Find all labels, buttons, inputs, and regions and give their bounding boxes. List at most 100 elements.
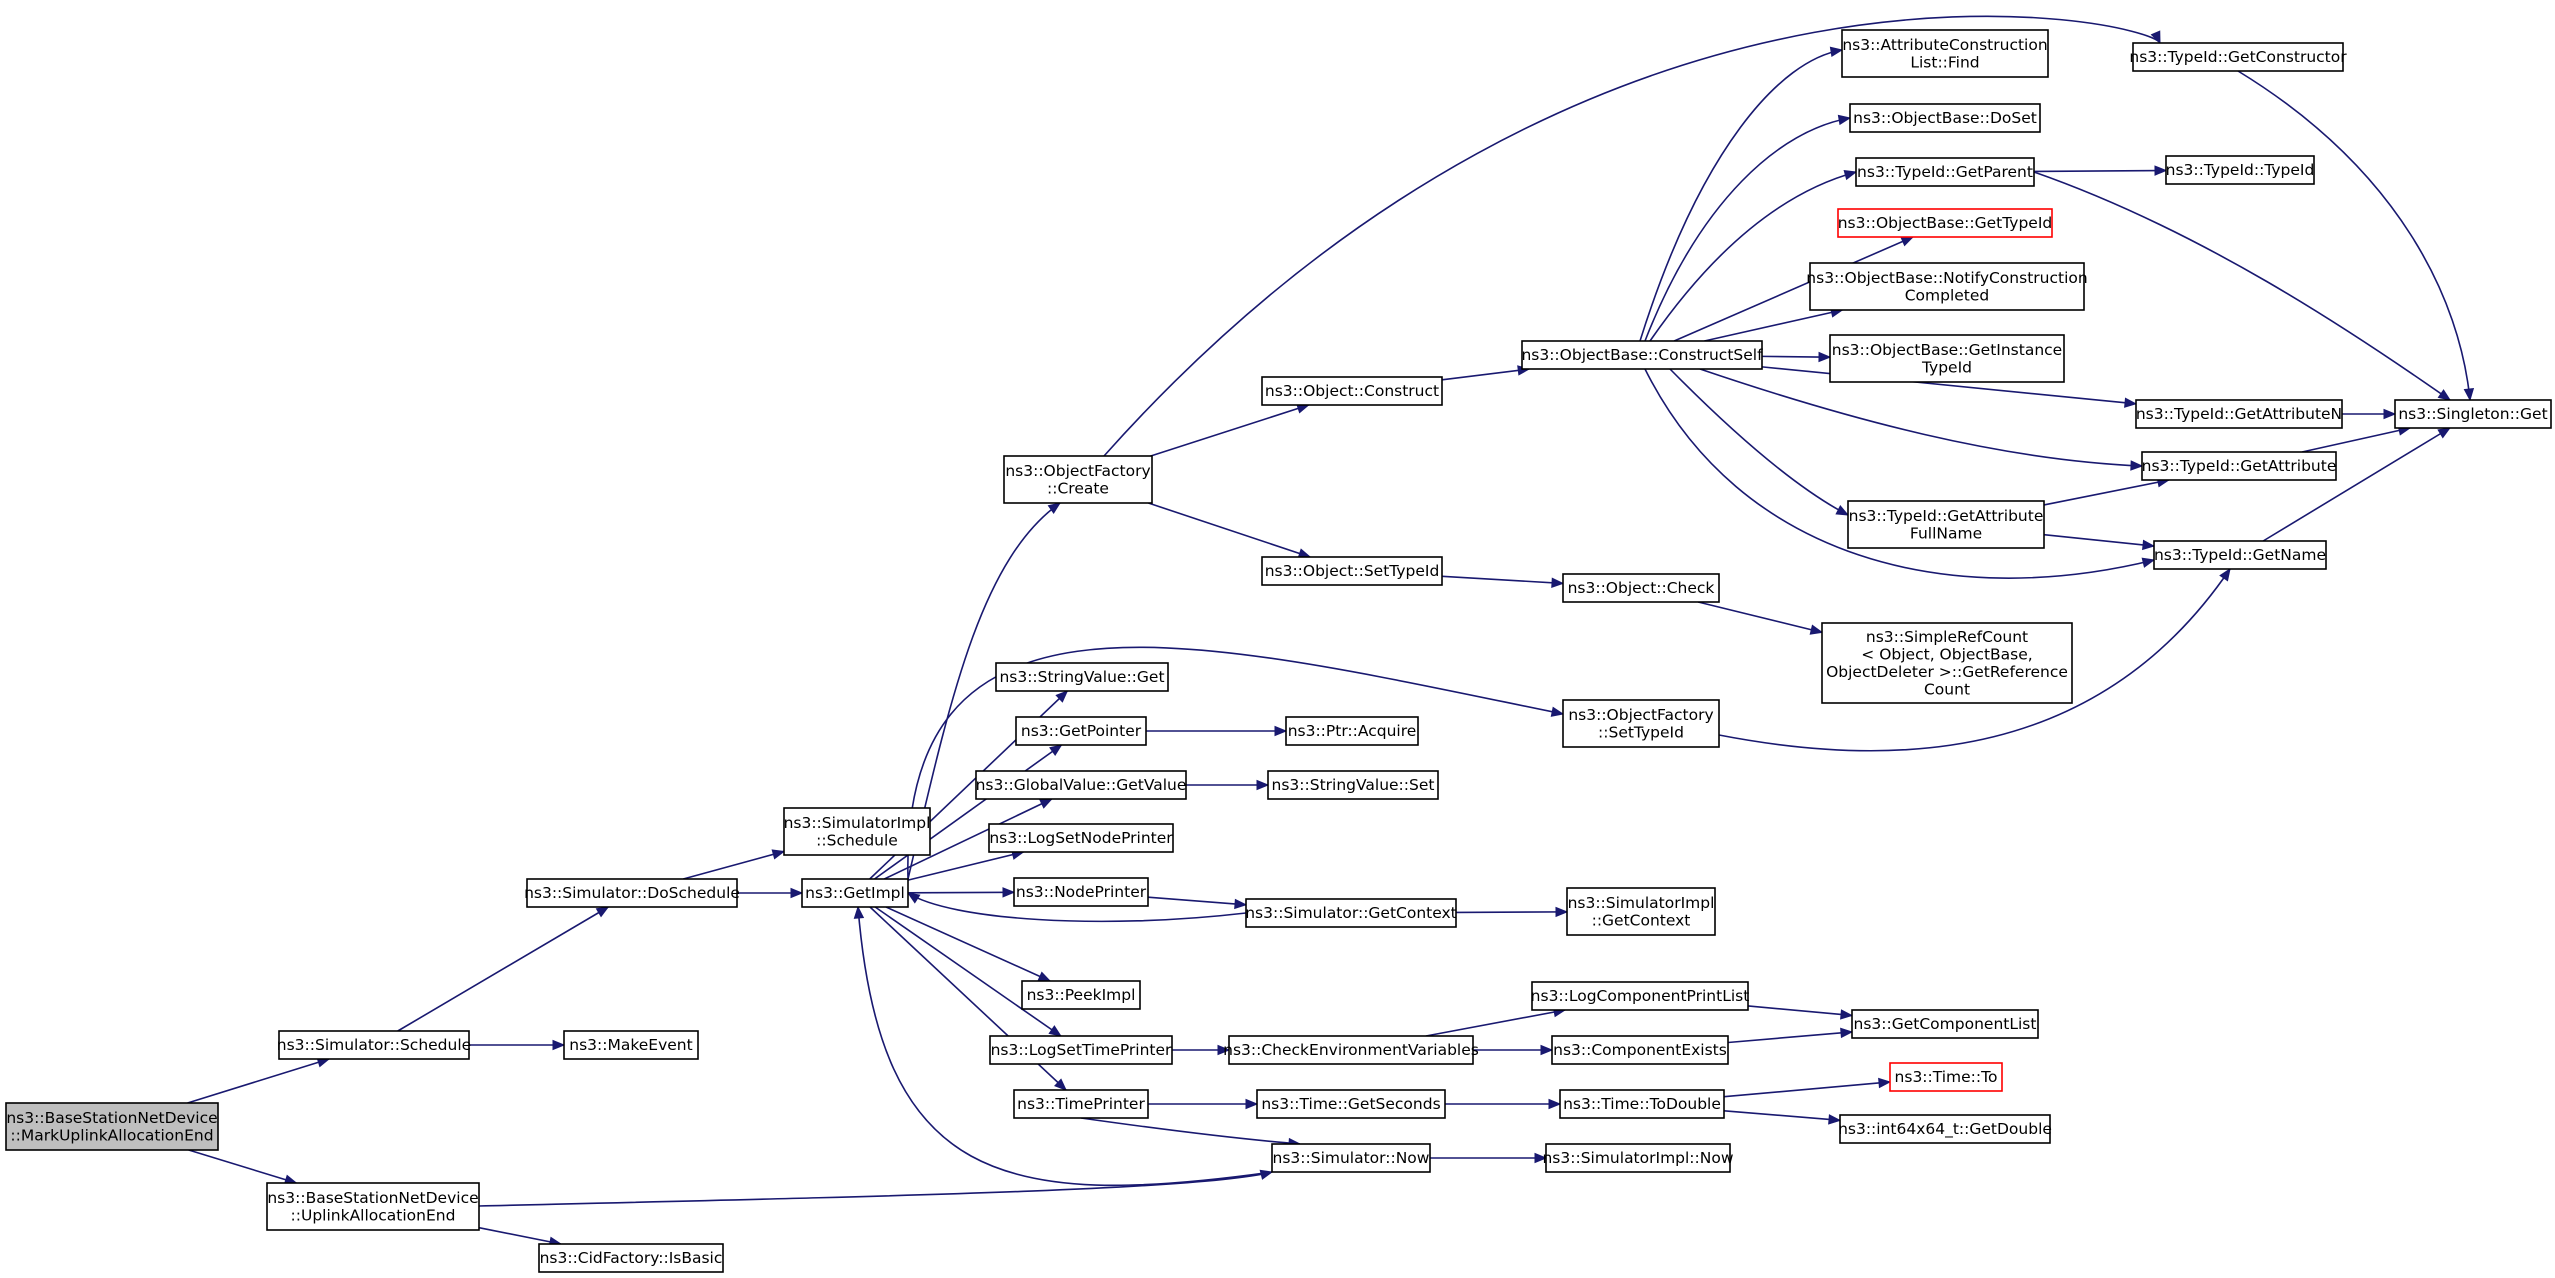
node-label: ns3::Simulator::DoSchedule xyxy=(524,884,740,902)
edge-line xyxy=(1150,404,1309,457)
node-tid-type-id[interactable]: ns3::TypeId::TypeId xyxy=(2165,155,2315,185)
edge-line xyxy=(2043,479,2170,506)
node-sim-now[interactable]: ns3::Simulator::Now xyxy=(1271,1143,1431,1173)
edge-tid-get-attribute-to-singleton-get xyxy=(2301,425,2412,453)
node-obj-set-type-id[interactable]: ns3::Object::SetTypeId xyxy=(1261,556,1443,586)
node-time-printer[interactable]: ns3::TimePrinter xyxy=(1013,1089,1149,1119)
node-sim-get-context[interactable]: ns3::Simulator::GetContext xyxy=(1245,898,1457,928)
node-box xyxy=(1256,1089,1446,1119)
node-obj-construct[interactable]: ns3::Object::Construct xyxy=(1261,376,1443,406)
call-edges xyxy=(187,15,2475,1247)
node-log-set-node-printer[interactable]: ns3::LogSetNodePrinter xyxy=(988,823,1174,853)
node-time-get-seconds[interactable]: ns3::Time::GetSeconds xyxy=(1256,1089,1446,1119)
node-bs-uplink-end[interactable]: ns3::BaseStationNetDevice::UplinkAllocat… xyxy=(266,1182,480,1231)
node-ob-notify[interactable]: ns3::ObjectBase::NotifyConstructionCompl… xyxy=(1806,262,2088,311)
node-string-value-get[interactable]: ns3::StringValue::Get xyxy=(995,662,1169,692)
node-log-set-time-printer[interactable]: ns3::LogSetTimePrinter xyxy=(989,1035,1173,1065)
edge-global-value-get-to-string-value-set xyxy=(1186,779,1270,791)
edge-construct-self-to-tid-get-attr-full xyxy=(1669,368,1850,516)
node-label: ObjectDeleter >::GetReference xyxy=(1826,663,2068,681)
node-root[interactable]: ns3::BaseStationNetDevice::MarkUplinkAll… xyxy=(5,1102,219,1151)
node-ob-do-set[interactable]: ns3::ObjectBase::DoSet xyxy=(1849,103,2041,133)
node-make-event[interactable]: ns3::MakeEvent xyxy=(563,1030,699,1060)
node-of-set-type-id[interactable]: ns3::ObjectFactory::SetTypeId xyxy=(1562,699,1720,748)
node-global-value-get[interactable]: ns3::GlobalValue::GetValue xyxy=(975,770,1187,800)
node-box xyxy=(1228,1035,1474,1065)
node-label: < Object, ObjectBase, xyxy=(1861,645,2032,663)
arrowhead-icon xyxy=(771,849,786,860)
edge-sim-schedule-to-do-schedule xyxy=(397,906,610,1032)
node-label: Count xyxy=(1924,680,1970,698)
edge-line xyxy=(1649,171,1857,342)
node-box xyxy=(2394,399,2552,429)
node-tid-get-parent[interactable]: ns3::TypeId::GetParent xyxy=(1855,157,2035,187)
node-sim-schedule[interactable]: ns3::Simulator::Schedule xyxy=(277,1030,471,1060)
edge-tid-get-attr-full-to-tid-get-name xyxy=(2043,533,2156,551)
node-check-env[interactable]: ns3::CheckEnvironmentVariables xyxy=(1223,1035,1479,1065)
node-tid-get-constructor[interactable]: ns3::TypeId::GetConstructor xyxy=(2129,42,2347,72)
node-box xyxy=(988,823,1174,853)
node-label: ns3::ObjectBase::GetTypeId xyxy=(1838,214,2053,232)
edge-sim-schedule-to-make-event xyxy=(469,1039,566,1051)
node-simple-ref-count[interactable]: ns3::SimpleRefCount< Object, ObjectBase,… xyxy=(1821,622,2073,704)
arrowhead-icon xyxy=(2141,557,2156,568)
node-label: ns3::ObjectFactory xyxy=(1568,706,1713,724)
node-ob-get-type-id[interactable]: ns3::ObjectBase::GetTypeId xyxy=(1837,208,2053,238)
node-obj-check[interactable]: ns3::Object::Check xyxy=(1562,573,1720,603)
node-int64-get-double[interactable]: ns3::int64x64_t::GetDouble xyxy=(1838,1114,2052,1144)
node-tid-get-attr-n[interactable]: ns3::TypeId::GetAttributeN xyxy=(2135,399,2343,429)
node-impl-schedule[interactable]: ns3::SimulatorImpl::Schedule xyxy=(783,807,931,856)
node-label: ns3::Time::GetSeconds xyxy=(1261,1095,1440,1113)
node-impl-now[interactable]: ns3::SimulatorImpl::Now xyxy=(1542,1143,1734,1173)
edge-line xyxy=(1080,1117,1301,1145)
node-singleton-get[interactable]: ns3::Singleton::Get xyxy=(2394,399,2552,429)
edge-line xyxy=(1718,568,2231,752)
node-impl-get-context[interactable]: ns3::SimulatorImpl::GetContext xyxy=(1566,887,1716,936)
node-tid-get-name[interactable]: ns3::TypeId::GetName xyxy=(2153,540,2327,570)
edge-time-printer-to-time-get-seconds xyxy=(1148,1098,1259,1110)
node-label: ns3::SimpleRefCount xyxy=(1866,628,2028,646)
node-time-to[interactable]: ns3::Time::To xyxy=(1889,1062,2003,1092)
node-label: ns3::ObjectBase::GetInstance xyxy=(1832,341,2062,359)
edge-line xyxy=(857,906,1273,1187)
node-label: ns3::TypeId::TypeId xyxy=(2166,161,2315,179)
node-node-printer[interactable]: ns3::NodePrinter xyxy=(1013,877,1149,907)
node-label: ns3::Object::Check xyxy=(1568,579,1715,597)
node-box xyxy=(2135,399,2343,429)
edge-tid-get-attr-full-to-tid-get-attribute xyxy=(2043,477,2171,506)
node-peek-impl[interactable]: ns3::PeekImpl xyxy=(1021,980,1141,1010)
node-get-pointer[interactable]: ns3::GetPointer xyxy=(1015,716,1147,746)
node-time-to-double[interactable]: ns3::Time::ToDouble xyxy=(1559,1089,1725,1119)
node-label: ::Create xyxy=(1047,479,1109,497)
node-label: ns3::Simulator::Schedule xyxy=(277,1036,471,1054)
node-label: ns3::TypeId::GetAttributeN xyxy=(2136,405,2342,423)
edge-line xyxy=(1441,368,1530,381)
edge-tid-get-parent-to-tid-type-id xyxy=(2033,165,2168,176)
node-string-value-set[interactable]: ns3::StringValue::Set xyxy=(1267,770,1439,800)
edge-line xyxy=(2301,427,2411,453)
edge-line xyxy=(1723,1081,1891,1098)
node-obj-factory-create[interactable]: ns3::ObjectFactory::Create xyxy=(1003,455,1153,504)
edge-line xyxy=(683,850,785,880)
arrowhead-icon xyxy=(2463,388,2475,402)
node-comp-exists[interactable]: ns3::ComponentExists xyxy=(1551,1035,1729,1065)
node-tid-get-attribute[interactable]: ns3::TypeId::GetAttribute xyxy=(2141,451,2337,481)
node-do-schedule[interactable]: ns3::Simulator::DoSchedule xyxy=(524,878,740,908)
node-construct-self[interactable]: ns3::ObjectBase::ConstructSelf xyxy=(1521,340,1763,370)
node-label: ns3::Simulator::Now xyxy=(1273,1149,1430,1167)
node-label: ns3::CidFactory::IsBasic xyxy=(540,1249,723,1267)
node-cid-is-basic[interactable]: ns3::CidFactory::IsBasic xyxy=(538,1243,724,1273)
node-get-impl[interactable]: ns3::GetImpl xyxy=(801,878,909,908)
node-label: ns3::CheckEnvironmentVariables xyxy=(1223,1041,1479,1059)
edge-obj-factory-create-to-obj-construct xyxy=(1150,403,1310,457)
node-label: ns3::TypeId::GetAttribute xyxy=(2142,457,2337,475)
edge-tid-get-name-to-singleton-get xyxy=(2262,427,2451,542)
node-log-comp-print-list[interactable]: ns3::LogComponentPrintList xyxy=(1531,981,1750,1011)
node-get-component-list[interactable]: ns3::GetComponentList xyxy=(1851,1009,2039,1039)
node-ptr-acquire[interactable]: ns3::Ptr::Acquire xyxy=(1285,716,1419,746)
arrowhead-icon xyxy=(853,905,865,919)
edge-tid-get-parent-to-singleton-get xyxy=(2033,171,2452,401)
